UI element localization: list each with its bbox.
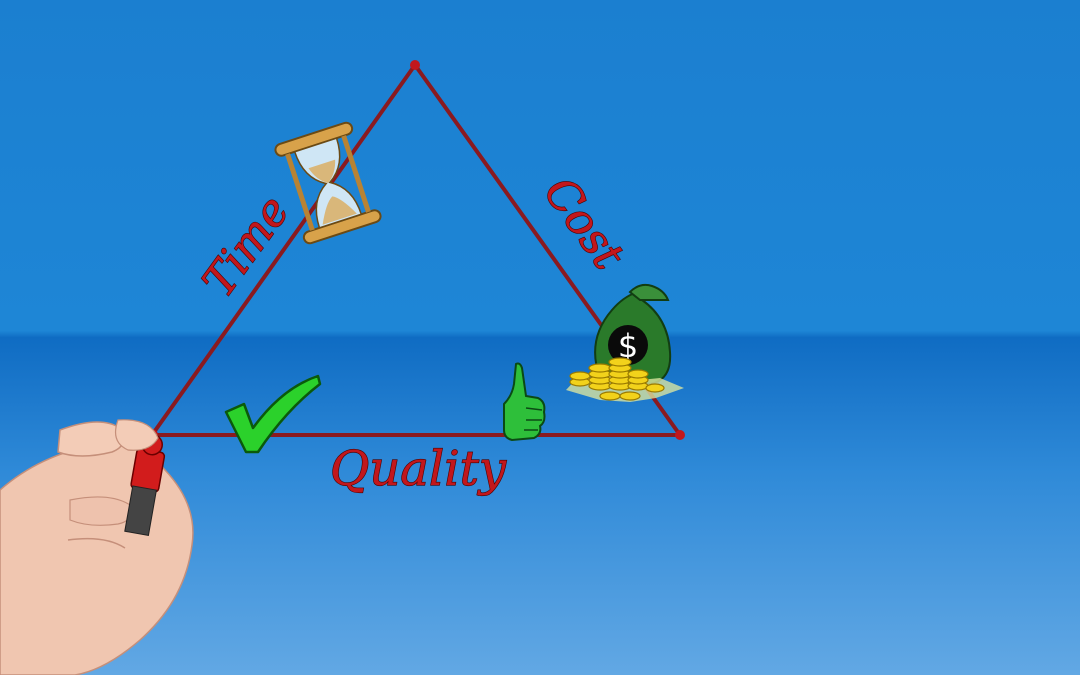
dollar-sign: $ xyxy=(618,327,638,365)
hourglass-icon xyxy=(274,121,382,245)
checkmark-icon xyxy=(224,374,322,454)
cost-label: Cost xyxy=(534,168,634,279)
coins-icon xyxy=(566,357,684,402)
thumbs-up-icon xyxy=(503,362,546,442)
edge-left xyxy=(150,63,417,437)
vertex-right xyxy=(675,430,685,440)
quality-label: Quality xyxy=(330,441,507,497)
vertex-top xyxy=(410,60,420,70)
hand-with-marker xyxy=(0,419,194,675)
